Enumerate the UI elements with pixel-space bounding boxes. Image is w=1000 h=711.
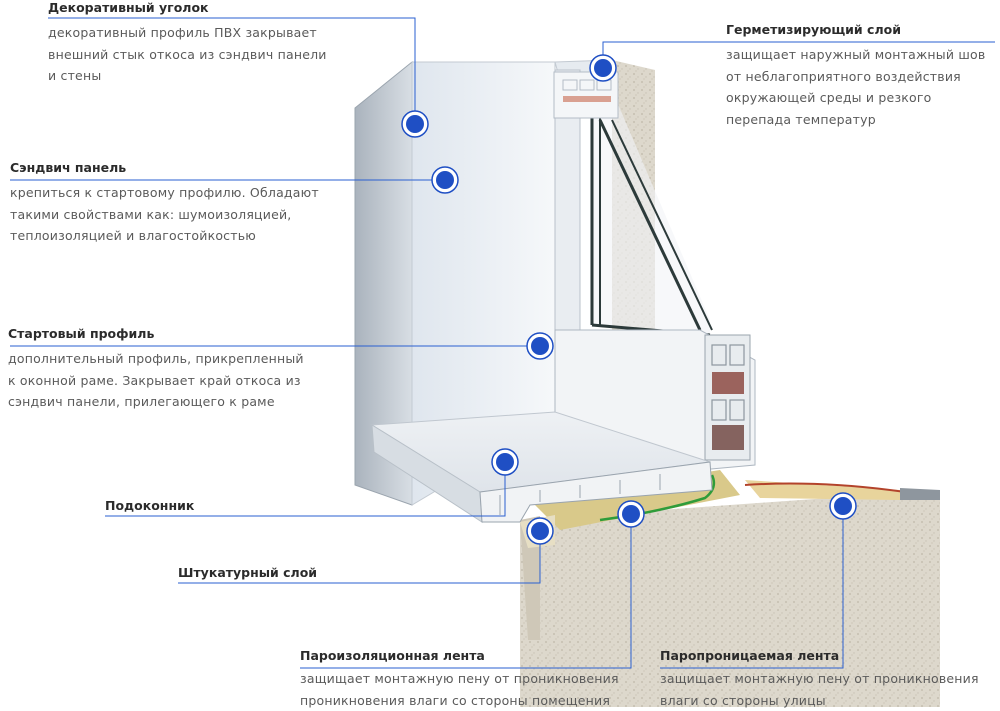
callout-line: внешний стык откоса из сэндвич панели bbox=[48, 44, 327, 66]
callout-line: крепиться к стартовому профилю. Обладают bbox=[10, 182, 319, 204]
callout-sealing-layer: Герметизирующий слой защищает наружный м… bbox=[726, 22, 985, 130]
marker-plaster-layer bbox=[527, 518, 553, 544]
callout-title: Герметизирующий слой bbox=[726, 22, 985, 38]
callout-line: дополнительный профиль, прикрепленный bbox=[8, 348, 304, 370]
callout-line: такими свойствами как: шумоизоляцией, bbox=[10, 204, 319, 226]
marker-window-sill bbox=[492, 449, 518, 475]
marker-start-profile bbox=[527, 333, 553, 359]
callout-line: влаги со стороны улицы bbox=[660, 690, 979, 711]
callout-title: Паропроницаемая лента bbox=[660, 648, 979, 664]
callout-title: Сэндвич панель bbox=[10, 160, 319, 176]
callout-sandwich-panel: Сэндвич панель крепиться к стартовому пр… bbox=[10, 160, 319, 247]
callout-line: теплоизоляцией и влагостойкостью bbox=[10, 225, 319, 247]
callout-line: и стены bbox=[48, 65, 327, 87]
callout-title: Пароизоляционная лента bbox=[300, 648, 619, 664]
marker-vapor-barrier bbox=[618, 501, 644, 527]
callout-line: от неблагоприятного воздействия bbox=[726, 66, 985, 88]
callout-title: Штукатурный слой bbox=[178, 565, 317, 581]
callout-line: окружающей среды и резкого bbox=[726, 87, 985, 109]
callout-line: защищает монтажную пену от проникновения bbox=[660, 668, 979, 690]
callout-title: Декоративный уголок bbox=[48, 0, 327, 16]
callout-line: защищает монтажную пену от проникновения bbox=[300, 668, 619, 690]
callout-line: проникновения влаги со стороны помещения bbox=[300, 690, 619, 711]
callout-line: декоративный профиль ПВХ закрывает bbox=[48, 22, 327, 44]
callout-start-profile: Стартовый профиль дополнительный профиль… bbox=[8, 326, 304, 413]
callout-line: перепада температур bbox=[726, 109, 985, 131]
marker-sandwich-panel bbox=[432, 167, 458, 193]
callout-vapor-barrier-tape: Пароизоляционная лента защищает монтажну… bbox=[300, 648, 619, 711]
callout-line: защищает наружный монтажный шов bbox=[726, 44, 985, 66]
callout-line: к оконной раме. Закрывает край откоса из bbox=[8, 370, 304, 392]
marker-vapor-permeable bbox=[830, 493, 856, 519]
callout-plaster-layer: Штукатурный слой bbox=[178, 565, 317, 581]
callout-title: Подоконник bbox=[105, 498, 194, 514]
callout-line: сэндвич панели, прилегающего к раме bbox=[8, 391, 304, 413]
callout-title: Стартовый профиль bbox=[8, 326, 304, 342]
marker-sealing-layer bbox=[590, 55, 616, 81]
callout-vapor-permeable-tape: Паропроницаемая лента защищает монтажную… bbox=[660, 648, 979, 711]
outer-ebb bbox=[900, 488, 940, 500]
marker-decor-corner bbox=[402, 111, 428, 137]
callout-decor-corner: Декоративный уголок декоративный профиль… bbox=[48, 0, 327, 87]
callout-window-sill: Подоконник bbox=[105, 498, 194, 514]
